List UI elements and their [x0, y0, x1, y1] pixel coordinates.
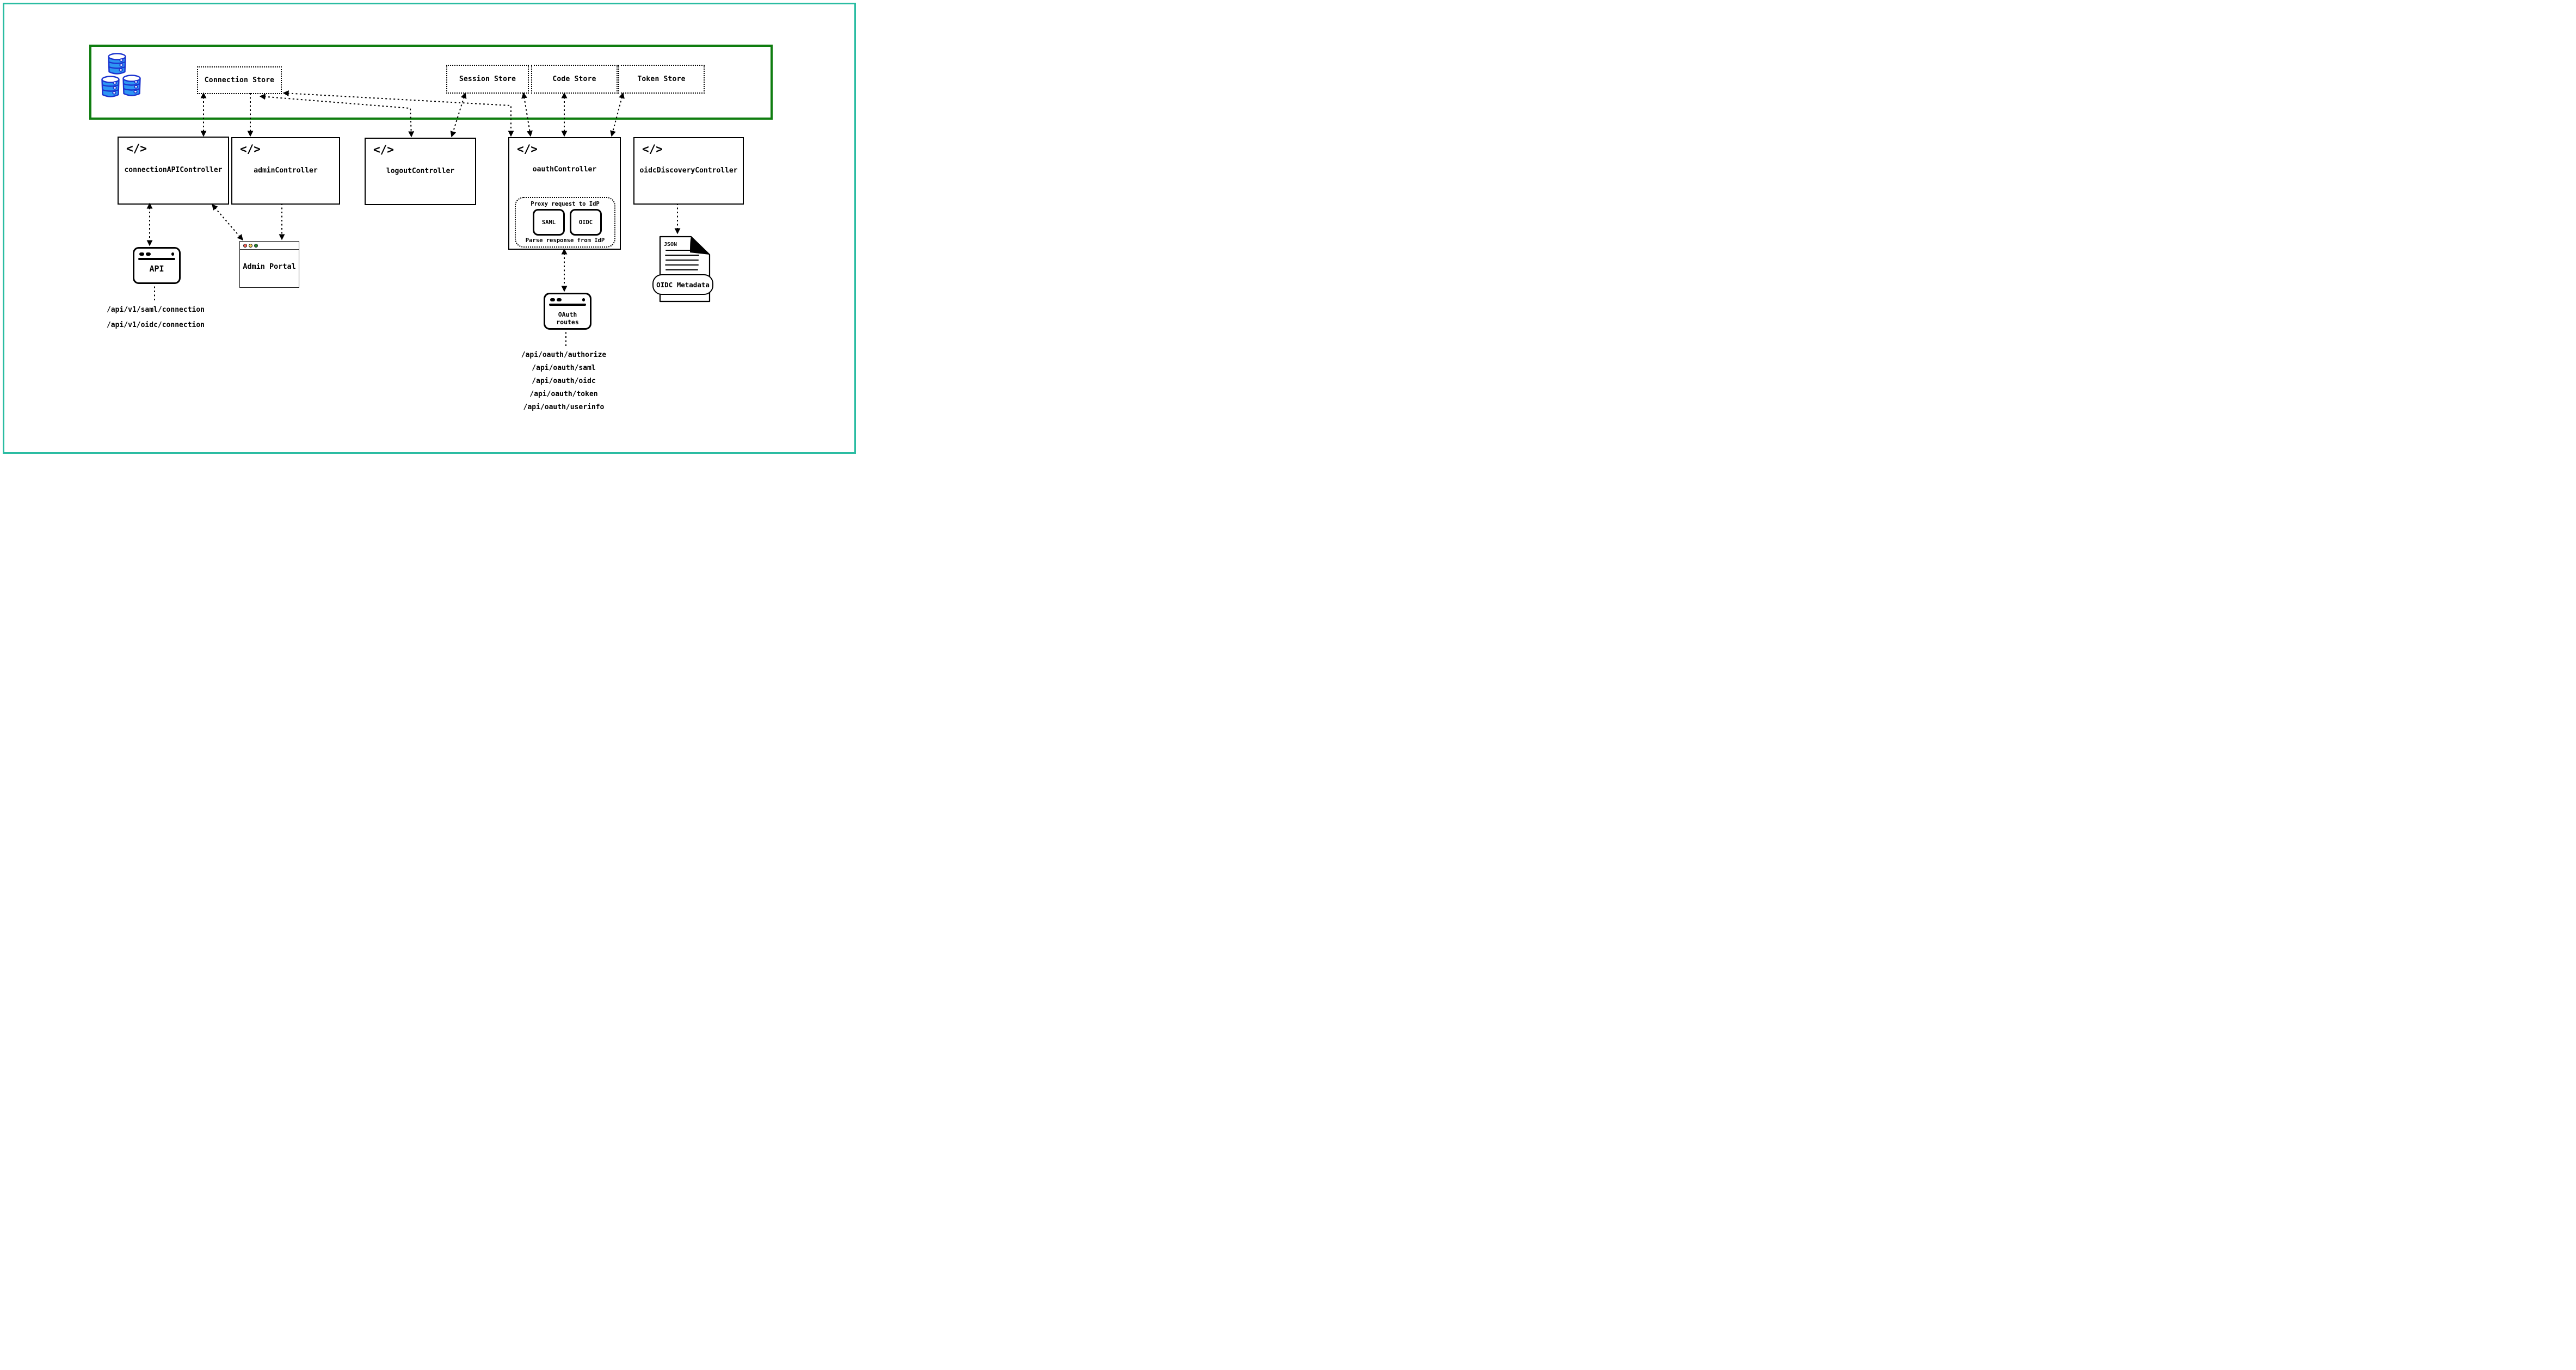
endpoint-path: /api/v1/oidc/connection [106, 321, 205, 329]
oauth-controller-label: oauthController [532, 165, 597, 174]
database-icon [101, 53, 141, 97]
window-bar-icon [138, 258, 175, 260]
token-store: Token Store [618, 65, 705, 94]
window-pill-icon [146, 252, 151, 256]
oidc-metadata-label: OIDC Metadata [656, 280, 710, 289]
oauth-endpoints: /api/oauth/authorize /api/oauth/saml /ap… [509, 349, 618, 414]
api-label: API [149, 264, 164, 274]
admin-portal: Admin Portal [239, 241, 299, 288]
session-store-label: Session Store [459, 75, 516, 83]
endpoint-path: /api/oauth/token [529, 390, 598, 398]
connection-api-controller: </> connectionAPIController [118, 137, 229, 205]
endpoint-path: /api/oauth/authorize [521, 351, 607, 359]
close-traffic-light-icon [243, 243, 247, 248]
logout-controller-label: logoutController [386, 167, 455, 175]
zoom-traffic-light-icon [254, 243, 258, 248]
saml-label: SAML [541, 219, 556, 226]
connection-store: Connection Store [197, 66, 282, 94]
code-store-label: Code Store [552, 75, 596, 83]
code-icon: </> [126, 142, 147, 155]
window-dot-icon [171, 252, 174, 256]
saml-box: SAML [533, 209, 565, 236]
code-store: Code Store [531, 65, 618, 94]
oauth-routes-label: OAuth routes [556, 311, 579, 326]
oidc-label: OIDC [578, 219, 593, 226]
code-icon: </> [642, 143, 663, 156]
admin-portal-label: Admin Portal [243, 262, 296, 271]
architecture-diagram: Connection Store Session Store Code Stor… [0, 0, 859, 456]
code-icon: </> [373, 143, 394, 156]
logout-controller: </> logoutController [365, 138, 476, 205]
endpoint-path: /api/v1/saml/connection [106, 306, 205, 314]
outer-frame [3, 3, 856, 454]
endpoint-path: /api/oauth/oidc [532, 377, 596, 385]
admin-controller-label: adminController [254, 166, 318, 175]
oauth-controller: </> oauthController Proxy request to IdP… [508, 137, 621, 250]
window-bar-icon [549, 304, 586, 306]
oidc-box: OIDC [570, 209, 602, 236]
window-pill-icon [139, 252, 144, 256]
browser-titlebar [240, 242, 299, 250]
code-icon: </> [240, 143, 261, 156]
proxy-request-label: Proxy request to IdP [531, 201, 600, 207]
oidc-discovery-controller: </> oidcDiscoveryController [633, 137, 744, 205]
connection-api-controller-label: connectionAPIController [124, 166, 223, 174]
window-dot-icon [582, 298, 585, 301]
connection-api-endpoints: /api/v1/saml/connection /api/v1/oidc/con… [101, 303, 210, 333]
oidc-metadata-banner: OIDC Metadata [652, 274, 713, 295]
endpoint-path: /api/oauth/saml [532, 364, 596, 372]
connection-store-label: Connection Store [204, 76, 275, 84]
endpoint-path: /api/oauth/userinfo [523, 403, 605, 411]
session-store: Session Store [446, 65, 529, 94]
api-client: API [133, 247, 181, 284]
json-file-type-label: JSON [664, 242, 677, 248]
parse-response-label: Parse response from IdP [525, 237, 605, 244]
window-pill-icon [557, 298, 562, 301]
idp-proxy-box: Proxy request to IdP SAML OIDC Parse res… [515, 197, 615, 248]
minimize-traffic-light-icon [249, 243, 252, 248]
token-store-label: Token Store [637, 75, 686, 83]
oidc-discovery-controller-label: oidcDiscoveryController [639, 166, 738, 175]
oauth-routes: OAuth routes [544, 293, 591, 330]
code-icon: </> [517, 143, 538, 156]
window-pill-icon [550, 298, 555, 301]
admin-controller: </> adminController [231, 137, 340, 205]
